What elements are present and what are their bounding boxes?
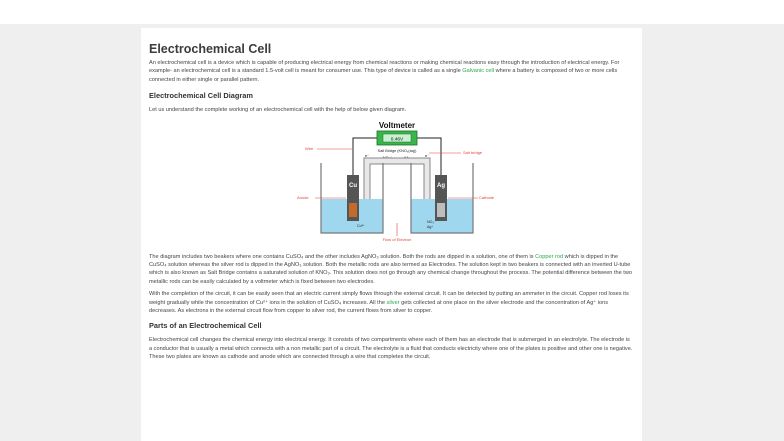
salt-bridge-label: Salt bridge [463, 150, 483, 155]
silver-rod-bottom [437, 202, 445, 217]
circuit-paragraph: With the completion of the circuit, it c… [149, 290, 633, 315]
copper-rod-link[interactable]: Copper rod [535, 253, 564, 260]
para3-text-b: which is dipped in the CuSO₄ solution wh… [149, 253, 633, 285]
intro-paragraph: An electrochemical cell is a device whic… [149, 59, 633, 84]
salt-bridge-text: Salt Bridge (KNO₃(aq)) [378, 149, 417, 153]
para4-text-b: gets collected at one place on the silve… [149, 299, 609, 315]
wire-label: Wire [305, 146, 314, 151]
cu-label: Cu [349, 183, 357, 189]
wire-right [417, 137, 442, 179]
diagram-explanation-paragraph: The diagram includes two beakers where o… [149, 253, 633, 287]
cu-ion-label: Cu²⁺ [357, 224, 365, 228]
anode-label: Anode [297, 195, 309, 200]
parts-heading: Parts of an Electrochemical Cell [149, 321, 262, 331]
article-panel: Electrochemical Cell An electrochemical … [141, 28, 642, 441]
diagram-heading: Electrochemical Cell Diagram [149, 91, 253, 101]
article-content: Electrochemical Cell An electrochemical … [149, 42, 633, 362]
ag-label: Ag [437, 183, 445, 189]
ag-ion-label: Ag⁺ [427, 225, 433, 229]
copper-rod-bottom [349, 202, 357, 217]
no3-label: NO₃⁻ [427, 220, 436, 224]
intro-text-b: where a battery is composed of two or mo… [149, 68, 618, 83]
para3-text-a: The diagram includes two beakers where o… [149, 253, 536, 260]
electron-left-label: e⁻ [365, 153, 369, 158]
voltmeter-title: Voltmeter [379, 121, 415, 130]
galvanic-cell-link[interactable]: Galvanic cell [462, 68, 495, 75]
diagram-svg: Voltmeter 0.46V Salt Bridge (KNO₃(aq)) e… [297, 121, 495, 242]
silver-link[interactable]: silver [386, 299, 400, 306]
intro-text-a: An electrochemical cell is a device whic… [149, 60, 620, 75]
electrochemical-cell-diagram: Voltmeter 0.46V Salt Bridge (KNO₃(aq)) e… [295, 119, 500, 243]
wire-left [352, 137, 377, 179]
para4-text-a: With the completion of the circuit, it c… [149, 291, 629, 306]
cathode-label: Cathode [479, 195, 495, 200]
electron-right-label: e⁻ [425, 153, 429, 158]
voltmeter-reading: 0.46V [391, 136, 404, 142]
page-title: Electrochemical Cell [149, 42, 272, 56]
voltmeter-display [382, 133, 412, 142]
electron-flow-label: Flow of Electron [383, 237, 412, 242]
parts-paragraph: Electrochemical cell changes the chemica… [149, 337, 633, 361]
salt-bridge-fill [364, 158, 430, 214]
diagram-intro: Let us understand the complete working o… [149, 107, 407, 114]
